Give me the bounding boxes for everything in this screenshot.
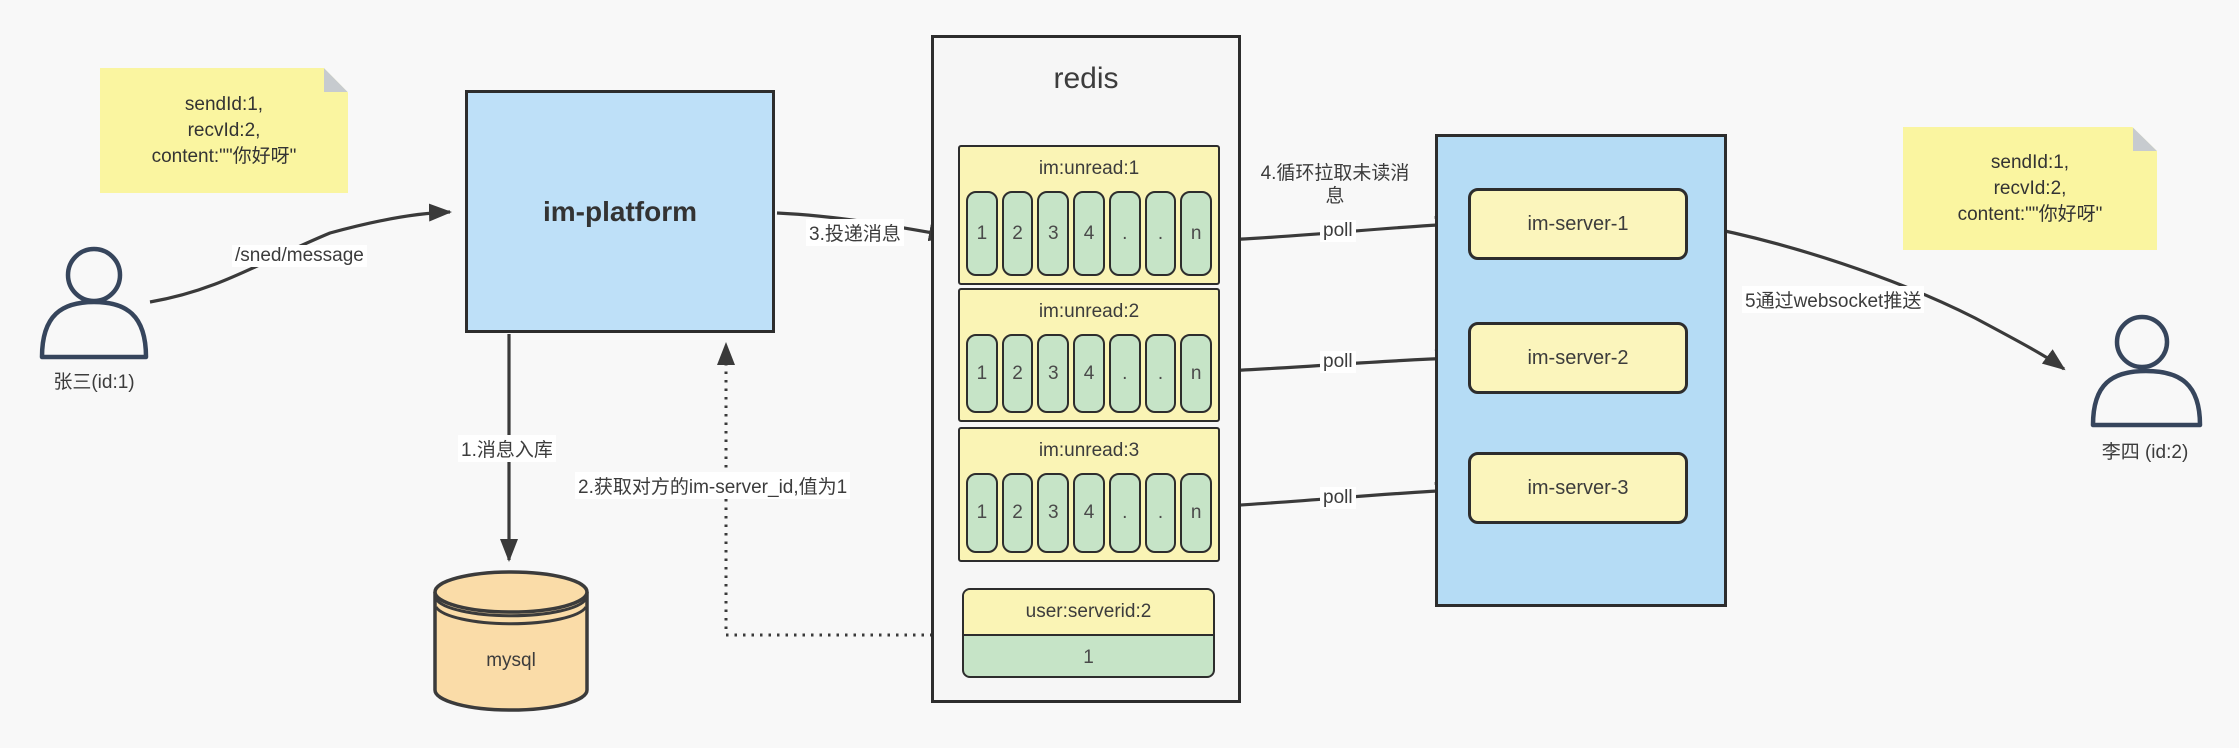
queue-cell: 4 xyxy=(1073,334,1105,413)
queue-cell: . xyxy=(1144,334,1177,413)
edge-label-send-api: /sned/message xyxy=(232,245,367,267)
queue-cell: n xyxy=(1180,473,1213,553)
im-platform-box: im-platform xyxy=(465,90,775,333)
im-server-3-box: im-server-3 xyxy=(1468,452,1688,524)
queue-name: im:unread:3 xyxy=(1038,440,1140,461)
note-line: recvId:2, xyxy=(1993,177,2067,199)
queue-cell: . xyxy=(1108,473,1141,553)
queue-cells: 1 2 3 4 . . n xyxy=(966,473,1213,553)
queue-name: im:unread:2 xyxy=(1038,301,1140,322)
mysql-label: mysql xyxy=(486,650,536,671)
note-fold-icon xyxy=(2133,127,2157,151)
edge-label-step1: 1.消息入库 xyxy=(458,435,556,462)
note-fold-icon xyxy=(324,68,348,92)
kv-key: user:serverid:2 xyxy=(964,590,1213,636)
sticky-note-receiver: sendId:1, recvId:2, content:""你好呀" xyxy=(1903,127,2157,250)
kv-user-serverid: user:serverid:2 1 xyxy=(962,588,1215,678)
im-server-2-box: im-server-2 xyxy=(1468,322,1688,394)
edge-label-poll-3: poll xyxy=(1320,487,1356,509)
queue-cells: 1 2 3 4 . . n xyxy=(966,334,1213,413)
im-server-label: im-server-1 xyxy=(1527,212,1629,235)
queue-cell: n xyxy=(1180,191,1213,276)
note-line: sendId:1, xyxy=(1990,151,2070,173)
queue-cell: 3 xyxy=(1037,334,1070,413)
queue-cell: . xyxy=(1144,473,1177,553)
im-platform-label: im-platform xyxy=(543,195,697,227)
queue-name: im:unread:1 xyxy=(1038,158,1140,179)
queue-cell: 2 xyxy=(1001,334,1034,413)
queue-cell: 3 xyxy=(1037,191,1070,276)
note-line: recvId:2, xyxy=(187,119,261,141)
queue-cell: . xyxy=(1108,334,1141,413)
queue-cell: . xyxy=(1108,191,1141,276)
edge-label-poll-1: poll xyxy=(1320,220,1356,242)
user-icon-receiver xyxy=(2090,314,2203,428)
im-server-1-box: im-server-1 xyxy=(1468,188,1688,260)
queue-cell: 1 xyxy=(966,334,998,413)
queue-cell: n xyxy=(1180,334,1213,413)
edge-label-step3: 3.投递消息 xyxy=(806,219,904,246)
note-line: content:""你好呀" xyxy=(1957,203,2103,225)
queue-cell: 4 xyxy=(1073,191,1105,276)
edge-label-poll-2: poll xyxy=(1320,351,1356,373)
queue-cell: 1 xyxy=(966,473,998,553)
queue-im-unread-2: im:unread:2 1 2 3 4 . . n xyxy=(958,288,1220,422)
queue-im-unread-3: im:unread:3 1 2 3 4 . . n xyxy=(958,427,1220,562)
redis-title: redis xyxy=(1053,62,1119,95)
edge-label-step4: 4.循环拉取未读消息 xyxy=(1260,163,1410,207)
note-line: content:""你好呀" xyxy=(151,145,297,167)
im-server-label: im-server-2 xyxy=(1527,346,1629,369)
sender-label: 张三(id:1) xyxy=(53,372,135,393)
im-server-label: im-server-3 xyxy=(1527,476,1629,499)
queue-cell: 2 xyxy=(1001,473,1034,553)
queue-cell: . xyxy=(1144,191,1177,276)
sticky-note-sender: sendId:1, recvId:2, content:""你好呀" xyxy=(100,68,348,193)
queue-im-unread-1: im:unread:1 1 2 3 4 . . n xyxy=(958,145,1220,285)
queue-cell: 1 xyxy=(966,191,998,276)
queue-cells: 1 2 3 4 . . n xyxy=(966,191,1213,276)
database-icon xyxy=(433,570,589,712)
receiver-label: 李四 (id:2) xyxy=(2101,442,2189,463)
queue-cell: 4 xyxy=(1073,473,1105,553)
queue-cell: 2 xyxy=(1001,191,1034,276)
user-icon-sender xyxy=(39,246,149,360)
edge-label-step5: 5通过websocket推送 xyxy=(1742,286,1925,313)
edge-label-step2: 2.获取对方的im-server_id,值为1 xyxy=(575,472,851,499)
kv-value: 1 xyxy=(1083,647,1094,668)
queue-cell: 3 xyxy=(1037,473,1070,553)
note-line: sendId:1, xyxy=(184,93,264,115)
